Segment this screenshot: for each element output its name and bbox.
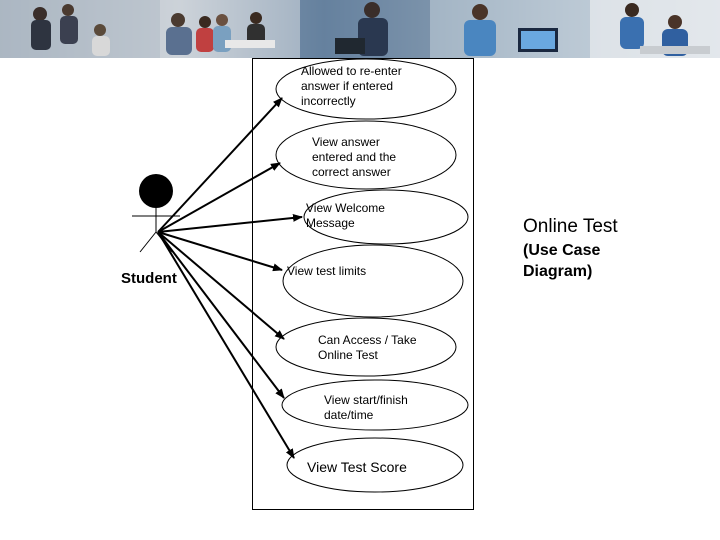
use-case-ellipse-access	[275, 317, 457, 377]
association-arrow	[157, 213, 303, 233]
diagram-title: Online Test	[523, 216, 618, 237]
use-case-ellipse-view-answer	[275, 120, 457, 190]
association-arrow	[157, 162, 281, 233]
header-banner	[0, 0, 720, 58]
use-case-ellipse-reenter	[275, 58, 457, 120]
association-arrow	[157, 97, 283, 233]
association-arrow	[157, 231, 285, 340]
diagram-subtitle: (Use Case Diagram)	[523, 242, 601, 280]
use-case-label-score: View Test Score	[307, 459, 407, 475]
use-case-ellipse-welcome	[303, 189, 469, 245]
office-photo-banner-icon	[0, 0, 720, 58]
use-case-label-welcome: View Welcome Message	[306, 201, 385, 230]
use-case-label-reenter: Allowed to re-enter answer if entered in…	[301, 64, 402, 108]
student-actor-icon	[132, 174, 180, 253]
use-case-label-view-answer: View answer entered and the correct answ…	[312, 135, 397, 179]
association-arrow	[157, 231, 283, 272]
use-case-label-dates: View start/finish date/time	[324, 393, 408, 422]
association-arrow	[157, 231, 285, 399]
use-case-ellipse-limits	[282, 244, 464, 318]
use-case-label-limits: View test limits	[287, 264, 367, 278]
use-case-ellipse-score	[286, 437, 464, 493]
actor-label: Student	[121, 270, 177, 287]
use-case-label-access: Can Access / Take Online Test	[318, 333, 417, 362]
use-case-ellipse-dates	[281, 379, 469, 431]
association-arrow	[157, 231, 295, 459]
